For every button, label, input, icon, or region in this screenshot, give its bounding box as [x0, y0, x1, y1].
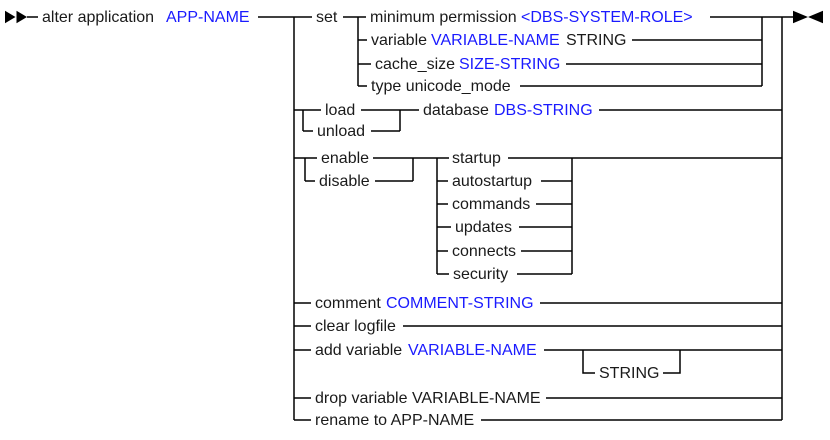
kw-variable-string: STRING	[566, 32, 626, 49]
kw-database: database	[423, 102, 489, 119]
kw-cache-size: cache_size	[375, 56, 455, 73]
add-variable-branch-lines	[294, 349, 782, 374]
option-connects: connects	[452, 243, 516, 260]
kw-unload: unload	[317, 123, 365, 140]
kw-variable: variable	[371, 32, 427, 49]
kw-rename-to-app-name: rename to APP-NAME	[315, 412, 474, 429]
kw-alter-application: alter application	[42, 9, 154, 26]
kw-optional-string: STRING	[599, 365, 659, 382]
start-arrow-icon	[5, 10, 27, 24]
kw-set: set	[316, 9, 338, 26]
kw-clear-logfile: clear logfile	[315, 318, 396, 335]
kw-enable: enable	[321, 150, 369, 167]
enable-group-lines	[294, 157, 782, 275]
option-security: security	[453, 266, 508, 283]
operand-size-string[interactable]: SIZE-STRING	[459, 56, 560, 73]
kw-disable: disable	[319, 173, 370, 190]
option-autostartup: autostartup	[452, 173, 532, 190]
set-group-lines	[357, 17, 763, 87]
kw-add-variable: add variable	[315, 342, 402, 359]
end-arrow-icon	[793, 10, 823, 24]
operand-add-variable-name[interactable]: VARIABLE-NAME	[408, 342, 537, 359]
operand-dbs-system-role[interactable]: <DBS-SYSTEM-ROLE>	[521, 9, 693, 26]
kw-type-unicode-mode: type unicode_mode	[371, 78, 511, 95]
option-startup: startup	[452, 150, 501, 167]
operand-app-name[interactable]: APP-NAME	[166, 9, 250, 26]
option-commands: commands	[452, 196, 530, 213]
operand-variable-name[interactable]: VARIABLE-NAME	[431, 32, 560, 49]
operand-comment-string[interactable]: COMMENT-STRING	[386, 295, 534, 312]
kw-minimum-permission: minimum permission	[370, 9, 517, 26]
kw-load: load	[325, 102, 355, 119]
operand-dbs-string[interactable]: DBS-STRING	[494, 102, 593, 119]
kw-comment: comment	[315, 295, 381, 312]
option-updates: updates	[455, 219, 512, 236]
kw-drop-variable-name: drop variable VARIABLE-NAME	[315, 390, 541, 407]
load-group-lines	[294, 109, 782, 132]
